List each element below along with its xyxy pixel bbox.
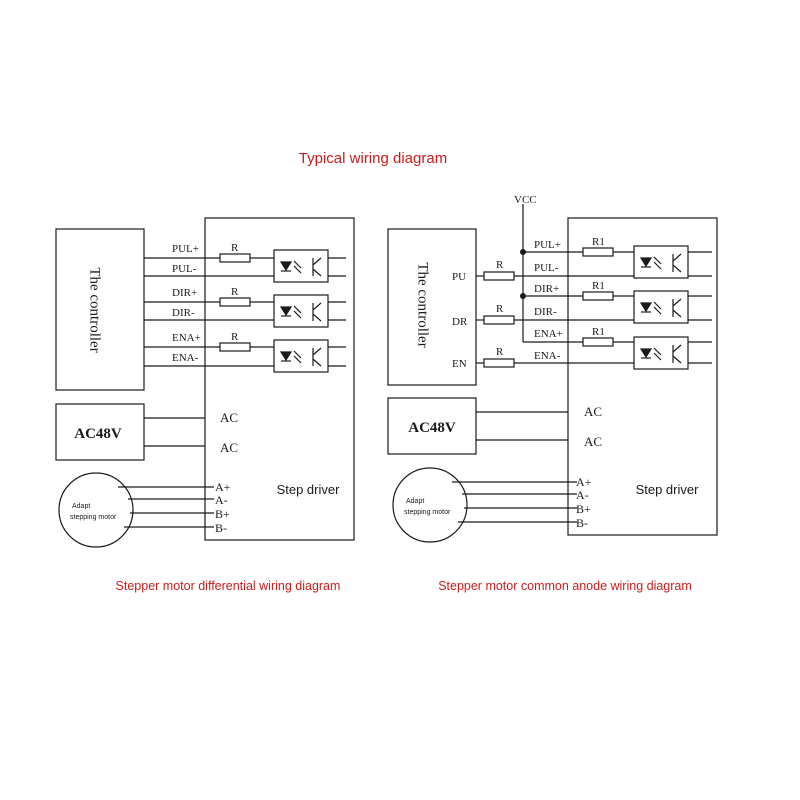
right-motor-terminal-a-plus: A+ — [576, 475, 592, 489]
right-controller-resistor-label-pu: R — [496, 259, 504, 271]
right-signal-pul-plus: PUL+ — [534, 239, 561, 251]
left-resistor-ena — [219, 342, 251, 352]
left-driver-box — [204, 217, 355, 541]
right-motor-circle — [392, 467, 468, 543]
right-ac-terminal-2: AC — [584, 434, 602, 449]
left-signal-pul-minus: PUL- — [172, 263, 197, 275]
right-power-label: AC48V — [408, 420, 456, 436]
right-resistor-label-ena: R1 — [592, 326, 605, 338]
vcc-label: VCC — [514, 194, 537, 206]
left-driver-label: Step driver — [277, 482, 341, 497]
right-caption: Stepper motor common anode wiring diagra… — [438, 579, 692, 593]
right-resistor-dir — [582, 291, 614, 301]
left-caption: Stepper motor differential wiring diagra… — [116, 579, 341, 593]
left-resistor-label-pul: R — [231, 242, 239, 254]
left-diagram — [55, 217, 355, 548]
right-driver-label: Step driver — [636, 482, 700, 497]
right-motor-label-2: stepping motor — [404, 509, 451, 516]
left-motor-label-2: stepping motor — [70, 514, 117, 521]
right-controller-resistor-pu — [483, 271, 515, 281]
right-texts: VCC The controller AC48V Adapt stepping … — [404, 194, 699, 530]
right-motor-terminal-b-minus: B- — [576, 516, 588, 530]
left-power-box — [55, 403, 145, 461]
right-resistor-label-dir: R1 — [592, 280, 605, 292]
left-motor-label-1: Adapt — [72, 503, 90, 510]
left-signal-dir-minus: DIR- — [172, 307, 195, 319]
left-motor-terminal-a-minus: A- — [215, 493, 228, 507]
right-output-dr: DR — [452, 316, 468, 328]
right-controller-label: The controller — [415, 262, 431, 347]
right-optocoupler-3 — [633, 336, 689, 370]
right-resistor-label-pul: R1 — [592, 236, 605, 248]
right-controller-box — [387, 228, 477, 386]
right-ac-terminal-1: AC — [584, 404, 602, 419]
left-optocoupler-1 — [273, 249, 329, 283]
right-output-pu: PU — [452, 271, 466, 283]
right-controller-resistor-en — [483, 358, 515, 368]
left-optocoupler-2 — [273, 294, 329, 328]
right-optocoupler-2 — [633, 290, 689, 324]
left-signal-dir-plus: DIR+ — [172, 287, 197, 299]
left-signal-ena-plus: ENA+ — [172, 332, 201, 344]
right-diagram — [387, 204, 718, 543]
left-ac-terminal-1: AC — [220, 410, 238, 425]
left-resistor-label-dir: R — [231, 286, 239, 298]
right-resistor-pul — [582, 247, 614, 257]
right-motor-terminal-a-minus: A- — [576, 488, 589, 502]
left-signal-ena-minus: ENA- — [172, 352, 199, 364]
right-optocoupler-1 — [633, 245, 689, 279]
right-signal-ena-plus: ENA+ — [534, 328, 563, 340]
left-motor-terminal-b-minus: B- — [215, 521, 227, 535]
left-controller-box — [55, 228, 145, 391]
left-texts: The controller AC48V Adapt stepping moto… — [70, 242, 340, 535]
right-signal-dir-plus: DIR+ — [534, 283, 559, 295]
right-signal-ena-minus: ENA- — [534, 350, 561, 362]
right-junction-dots — [520, 249, 526, 299]
right-signal-dir-minus: DIR- — [534, 306, 557, 318]
right-controller-resistor-label-dr: R — [496, 303, 504, 315]
left-ac-terminal-2: AC — [220, 440, 238, 455]
right-output-en: EN — [452, 358, 467, 370]
diagram-title: Typical wiring diagram — [299, 150, 447, 167]
right-power-box — [387, 397, 477, 455]
right-motor-wires — [452, 481, 577, 523]
left-motor-terminal-a-plus: A+ — [215, 480, 231, 494]
left-motor-wires — [118, 486, 214, 528]
right-motor-label-1: Adapt — [406, 498, 424, 505]
right-controller-resistor-label-en: R — [496, 346, 504, 358]
left-resistor-pul — [219, 253, 251, 263]
left-controller-label: The controller — [87, 267, 103, 352]
left-signal-pul-plus: PUL+ — [172, 243, 199, 255]
left-resistor-dir — [219, 297, 251, 307]
left-resistor-label-ena: R — [231, 331, 239, 343]
left-motor-terminal-b-plus: B+ — [215, 507, 230, 521]
right-signal-pul-minus: PUL- — [534, 262, 559, 274]
right-resistor-ena — [582, 337, 614, 347]
right-motor-terminal-b-plus: B+ — [576, 502, 591, 516]
left-motor-circle — [58, 472, 134, 548]
right-driver-box — [567, 217, 718, 536]
left-optocoupler-3 — [273, 339, 329, 373]
left-power-label: AC48V — [74, 426, 122, 442]
right-controller-resistor-dr — [483, 315, 515, 325]
